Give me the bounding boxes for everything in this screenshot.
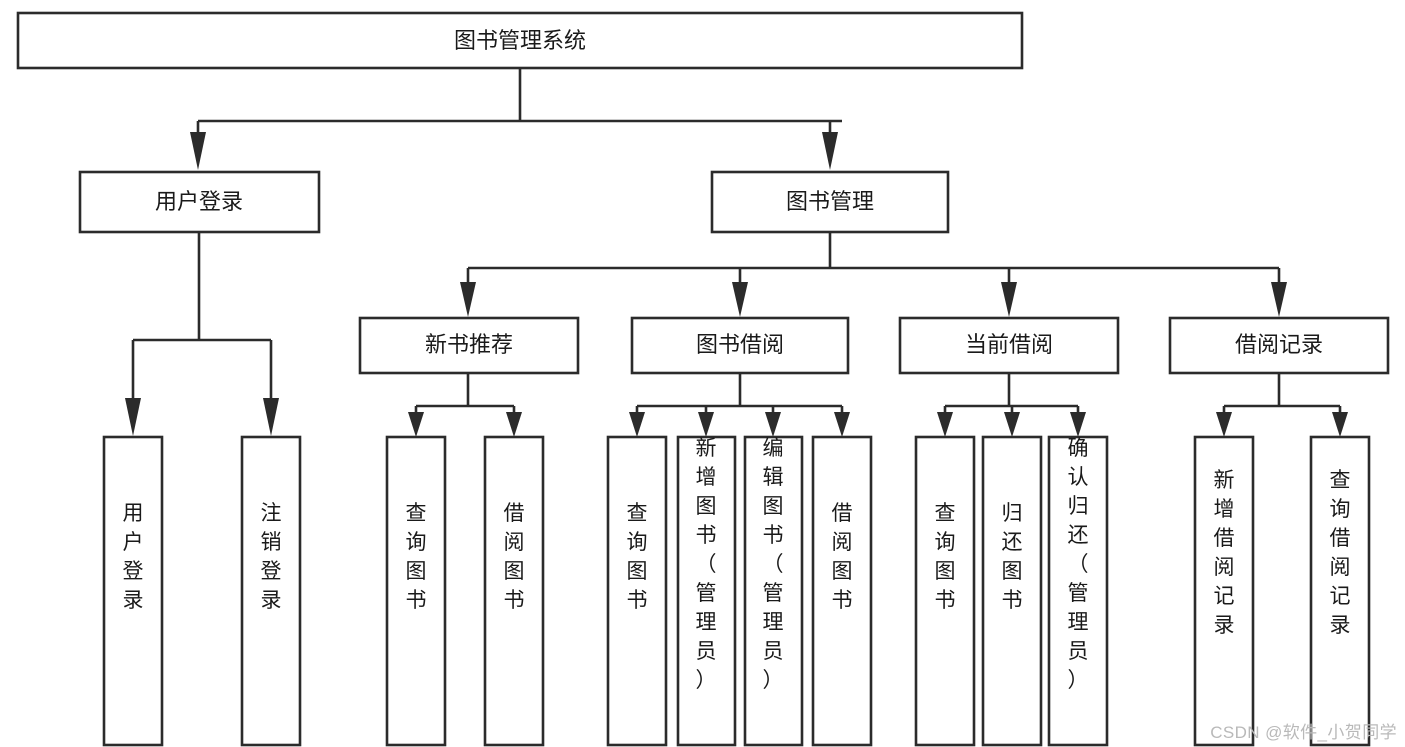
node-leaf-edit-book-box[interactable] xyxy=(743,435,804,747)
node-leaf-borrow-book-2-box[interactable] xyxy=(811,435,873,747)
node-leaf-query-book-3[interactable]: 查询图书 xyxy=(914,435,976,747)
node-root-box[interactable] xyxy=(16,11,1024,70)
node-borrow-record-box[interactable] xyxy=(1168,316,1390,375)
arrow-head-icon-leaf-user-login xyxy=(125,398,141,436)
node-leaf-edit-book[interactable]: 编辑图书（管理员） xyxy=(743,435,804,747)
node-leaf-borrow-book-1-label: 借阅图书 xyxy=(504,502,525,612)
arrow-head-icon-book-manage xyxy=(822,132,838,170)
node-leaf-add-record[interactable]: 新增借阅记录 xyxy=(1193,435,1255,747)
node-new-book-rec-box[interactable] xyxy=(358,316,580,375)
node-leaf-borrow-book-1[interactable]: 借阅图书 xyxy=(483,435,545,747)
node-book-manage-label: 图书管理 xyxy=(786,189,874,214)
arrow-head-icon-leaf-logout xyxy=(263,398,279,436)
node-leaf-user-login[interactable]: 用户登录 xyxy=(102,435,164,747)
node-leaf-return-book-box[interactable] xyxy=(981,435,1043,747)
node-leaf-query-record-label: 查询借阅记录 xyxy=(1330,469,1351,637)
node-borrow-record-label: 借阅记录 xyxy=(1235,332,1323,357)
arrow-head-icon-leaf-return-book xyxy=(1004,412,1020,437)
node-leaf-query-book-2-label: 查询图书 xyxy=(627,502,648,612)
node-leaf-query-book-3-label: 查询图书 xyxy=(935,502,956,612)
node-book-manage-box[interactable] xyxy=(710,170,950,234)
node-leaf-add-record-label: 新增借阅记录 xyxy=(1214,469,1235,637)
node-leaf-user-login-box[interactable] xyxy=(102,435,164,747)
node-book-borrow-label: 图书借阅 xyxy=(696,332,784,357)
node-book-borrow[interactable]: 图书借阅 xyxy=(630,316,850,375)
node-new-book-rec-label: 新书推荐 xyxy=(425,332,513,357)
connector-layer xyxy=(125,68,1348,437)
node-user-login[interactable]: 用户登录 xyxy=(78,170,321,234)
node-leaf-confirm-return[interactable]: 确认归还（管理员） xyxy=(1047,435,1109,747)
node-leaf-add-book[interactable]: 新增图书（管理员） xyxy=(676,435,737,747)
node-leaf-user-login-label: 用户登录 xyxy=(123,502,144,612)
arrow-head-icon-leaf-query-record xyxy=(1332,412,1348,437)
node-leaf-query-book-1-label: 查询图书 xyxy=(406,502,427,612)
node-current-borrow-label: 当前借阅 xyxy=(965,332,1053,357)
node-leaf-add-record-box[interactable] xyxy=(1193,435,1255,747)
arrow-head-icon-leaf-query-book-2 xyxy=(629,412,645,437)
node-user-login-box[interactable] xyxy=(78,170,321,234)
arrow-head-icon-borrow-record xyxy=(1271,282,1287,317)
node-leaf-borrow-book-2-label: 借阅图书 xyxy=(832,502,853,612)
arrow-head-icon-leaf-query-book-3 xyxy=(937,412,953,437)
node-book-manage[interactable]: 图书管理 xyxy=(710,170,950,234)
node-root-label: 图书管理系统 xyxy=(454,28,586,53)
node-leaf-borrow-book-1-box[interactable] xyxy=(483,435,545,747)
node-leaf-logout-box[interactable] xyxy=(240,435,302,747)
node-leaf-query-record[interactable]: 查询借阅记录 xyxy=(1309,435,1371,747)
node-leaf-return-book[interactable]: 归还图书 xyxy=(981,435,1043,747)
csdn-watermark: CSDN @软件_小贺同学 xyxy=(1210,723,1397,742)
node-borrow-record[interactable]: 借阅记录 xyxy=(1168,316,1390,375)
node-new-book-rec[interactable]: 新书推荐 xyxy=(358,316,580,375)
node-leaf-logout[interactable]: 注销登录 xyxy=(240,435,302,747)
node-leaf-query-book-2-box[interactable] xyxy=(606,435,668,747)
node-leaf-confirm-return-label: 确认归还（管理员） xyxy=(1068,437,1089,692)
arrow-head-icon-leaf-borrow-book-1 xyxy=(506,412,522,437)
arrow-head-icon-leaf-confirm-return xyxy=(1070,412,1086,437)
node-leaf-query-book-2[interactable]: 查询图书 xyxy=(606,435,668,747)
node-leaf-add-book-label: 新增图书（管理员） xyxy=(696,437,717,692)
arrow-head-icon-leaf-add-book xyxy=(698,412,714,437)
arrow-head-icon-leaf-edit-book xyxy=(765,412,781,437)
node-leaf-borrow-book-2[interactable]: 借阅图书 xyxy=(811,435,873,747)
node-book-borrow-box[interactable] xyxy=(630,316,850,375)
node-leaf-add-book-box[interactable] xyxy=(676,435,737,747)
node-leaf-query-book-1[interactable]: 查询图书 xyxy=(385,435,447,747)
arrow-head-icon-leaf-borrow-book-2 xyxy=(834,412,850,437)
node-leaf-logout-label: 注销登录 xyxy=(261,502,282,612)
node-leaf-query-record-box[interactable] xyxy=(1309,435,1371,747)
arrow-head-icon-book-borrow xyxy=(732,282,748,317)
node-current-borrow-box[interactable] xyxy=(898,316,1120,375)
arrow-head-icon-user-login xyxy=(190,132,206,170)
arrow-head-icon-new-book-rec xyxy=(460,282,476,317)
node-user-login-label: 用户登录 xyxy=(155,189,243,214)
node-current-borrow[interactable]: 当前借阅 xyxy=(898,316,1120,375)
arrow-head-icon-leaf-add-record xyxy=(1216,412,1232,437)
arrow-head-icon-current-borrow xyxy=(1001,282,1017,317)
node-leaf-return-book-label: 归还图书 xyxy=(1002,502,1023,612)
arrow-head-icon-leaf-query-book-1 xyxy=(408,412,424,437)
node-leaf-query-book-3-box[interactable] xyxy=(914,435,976,747)
node-leaf-confirm-return-box[interactable] xyxy=(1047,435,1109,747)
node-leaf-query-book-1-box[interactable] xyxy=(385,435,447,747)
node-leaf-edit-book-label: 编辑图书（管理员） xyxy=(763,437,784,692)
node-root[interactable]: 图书管理系统 xyxy=(16,11,1024,70)
